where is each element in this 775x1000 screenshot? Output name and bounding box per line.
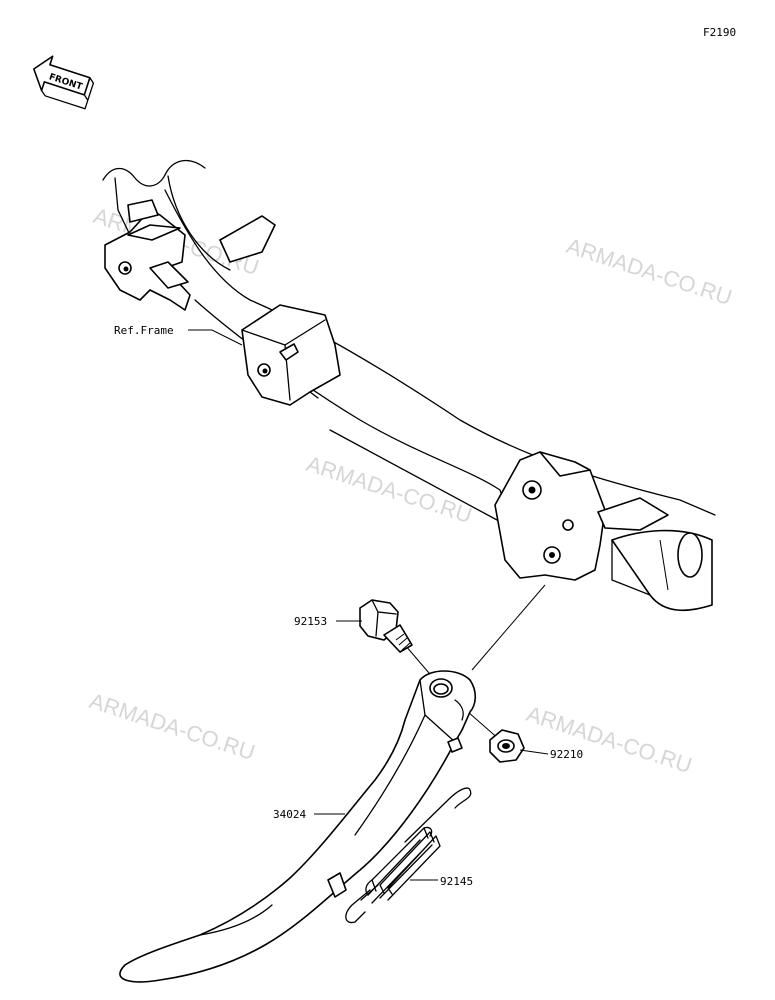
watermark-4: ARMADA-CO.RU (86, 688, 258, 765)
bolt-92153 (359, 599, 413, 653)
frame-assembly (102, 159, 716, 612)
side-stand-34024 (119, 670, 477, 983)
ref-frame-label: Ref.Frame (114, 324, 174, 337)
part-label-92153: 92153 (294, 615, 327, 628)
nut-92210 (489, 729, 525, 763)
guide-line-bracket (471, 584, 546, 671)
figure-code: F2190 (703, 26, 736, 39)
spring-92145 (345, 787, 472, 924)
watermark-5: ARMADA-CO.RU (523, 701, 695, 778)
front-arrow-icon: FRONT (33, 55, 95, 110)
ref-frame-leader (188, 329, 243, 346)
leader-92210 (519, 749, 549, 755)
watermark-2: ARMADA-CO.RU (563, 233, 735, 310)
part-label-92145: 92145 (440, 875, 473, 888)
part-label-34024: 34024 (273, 808, 306, 821)
part-label-92210: 92210 (550, 748, 583, 761)
